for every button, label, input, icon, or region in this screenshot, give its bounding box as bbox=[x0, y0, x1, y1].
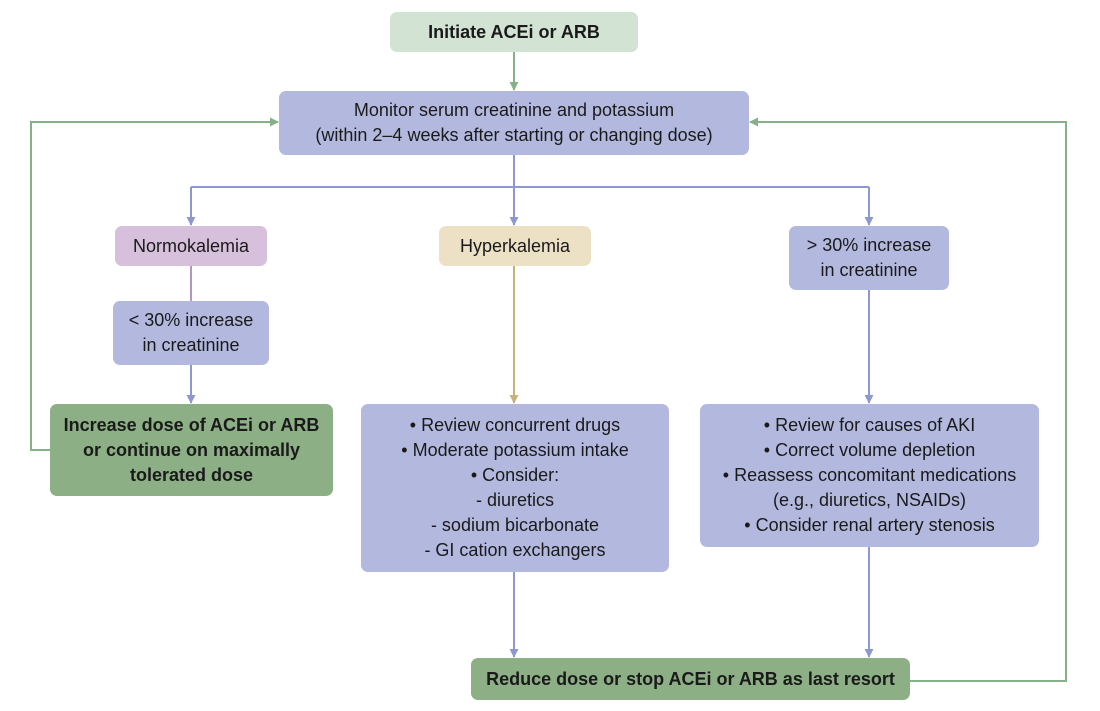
increase-dose-node: Increase dose of ACEi or ARB or continue… bbox=[50, 404, 333, 496]
aki-management-node: • Review for causes of AKI • Correct vol… bbox=[700, 404, 1039, 547]
hyperkalemia-node: Hyperkalemia bbox=[439, 226, 591, 266]
hyperkalemia-management-node: • Review concurrent drugs • Moderate pot… bbox=[361, 404, 669, 572]
loop-reduce-to-monitor bbox=[749, 117, 1067, 682]
creatinine-under-30-node: < 30% increase in creatinine bbox=[113, 301, 269, 365]
loop-increase-to-monitor bbox=[30, 117, 279, 451]
initiate-node: Initiate ACEi or ARB bbox=[390, 12, 638, 52]
monitor-node: Monitor serum creatinine and potassium (… bbox=[279, 91, 749, 155]
creatinine-over-30-node: > 30% increase in creatinine bbox=[789, 226, 949, 290]
reduce-or-stop-node: Reduce dose or stop ACEi or ARB as last … bbox=[471, 658, 910, 700]
normokalemia-node: Normokalemia bbox=[115, 226, 267, 266]
